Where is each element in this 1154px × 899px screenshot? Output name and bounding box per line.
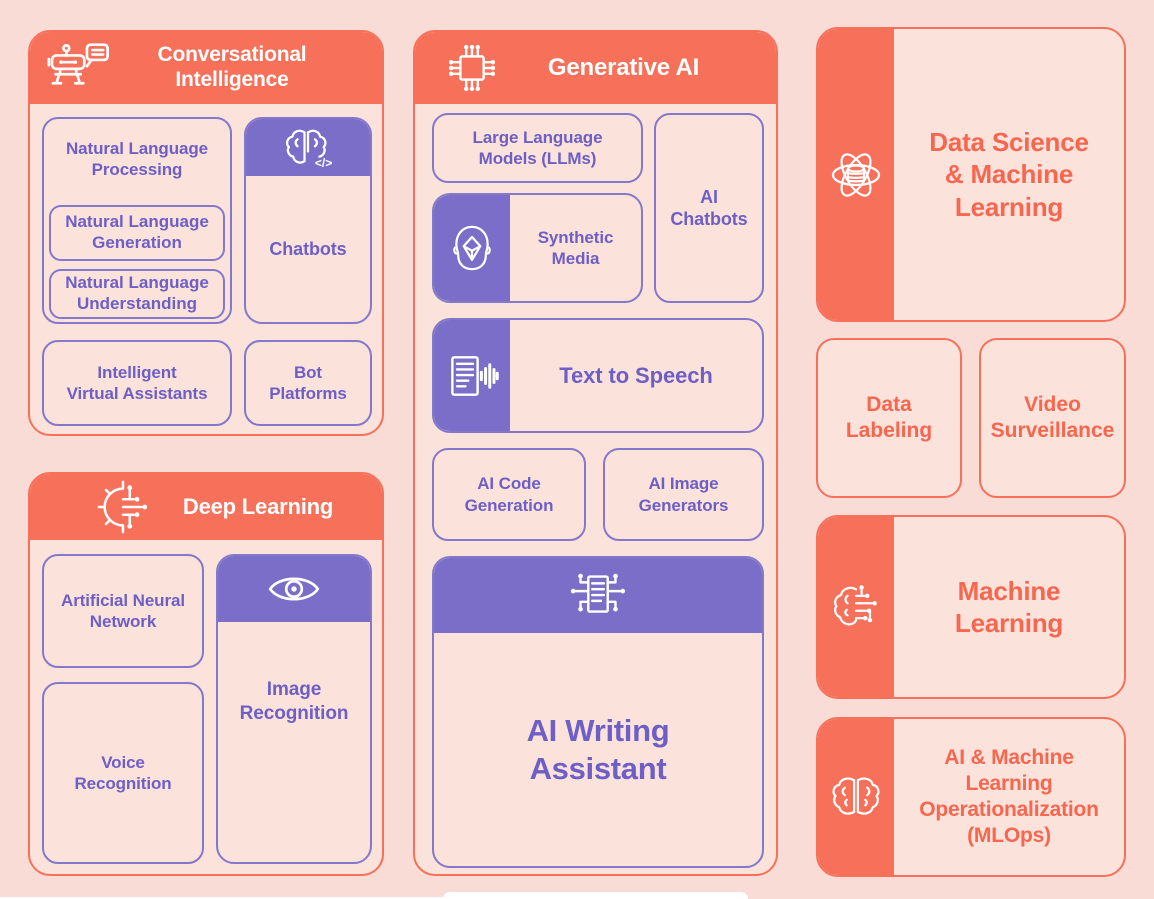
conversational-intelligence-card: Conversational Intelligence Natural Lang… (28, 30, 384, 436)
chatbots-box: </> Chatbots (244, 117, 372, 324)
voice-recognition-box: Voice Recognition (42, 682, 204, 864)
chatbots-label: Chatbots (269, 238, 347, 259)
text-to-speech-label: Text to Speech (559, 362, 713, 388)
mlops-title: AI & Machine Learning Operationalization… (919, 745, 1099, 848)
conversational-intelligence-title: Conversational Intelligence (157, 43, 307, 91)
deep-learning-card: Deep Learning Artificial Neural Network … (28, 472, 384, 876)
ai-image-generators-box: AI Image Generators (603, 448, 764, 541)
ann-box: Artificial Neural Network (42, 554, 204, 668)
conversational-intelligence-header: Conversational Intelligence (30, 32, 382, 104)
image-recognition-box: Image Recognition (216, 554, 372, 864)
iva-box: Intelligent Virtual Assistants (42, 340, 232, 426)
mlops-card: AI & Machine Learning Operationalization… (816, 717, 1126, 877)
machine-learning-title: Machine Learning (954, 575, 1064, 639)
brain-icon (818, 719, 894, 875)
data-science-ml-card: Data Science & Machine Learning (816, 27, 1126, 322)
brain-code-icon: </> (246, 119, 370, 176)
face-mesh-icon (434, 195, 510, 301)
image-recognition-label: Image Recognition (239, 679, 349, 724)
brain-circuit-icon (818, 517, 894, 697)
text-to-speech-icon (434, 320, 510, 431)
cutoff-card-top-edge (443, 892, 748, 899)
text-to-speech-box: Text to Speech (432, 318, 764, 433)
deep-learning-title: Deep Learning (182, 494, 334, 520)
bottom-edge-line (0, 897, 748, 899)
machine-learning-card: Machine Learning (816, 515, 1126, 699)
eye-icon (218, 556, 370, 622)
ai-code-generation-box: AI Code Generation (432, 448, 586, 541)
ai-chatbots-box: AI Chatbots (654, 113, 764, 303)
document-circuit-icon (434, 558, 762, 633)
ai-writing-assistant-box: AI Writing Assistant (432, 556, 764, 868)
data-science-ml-title: Data Science & Machine Learning (929, 126, 1089, 222)
generative-ai-title: Generative AI (547, 53, 700, 81)
robot-chat-icon (40, 42, 116, 94)
atom-database-icon (818, 29, 894, 320)
nlg-box: Natural Language Generation (49, 205, 225, 261)
ai-writing-assistant-label: AI Writing Assistant (526, 713, 670, 786)
sun-circuit-icon (88, 479, 158, 535)
nlp-box: Natural Language Processing (42, 117, 232, 324)
bot-platforms-box: Bot Platforms (244, 340, 372, 426)
generative-ai-card: Generative AI Large Language Models (LLM… (413, 30, 778, 876)
data-labeling-box: Data Labeling (816, 338, 962, 498)
nlu-box: Natural Language Understanding (49, 269, 225, 319)
svg-text:</>: </> (315, 156, 332, 170)
nlp-label: Natural Language Processing (66, 139, 208, 180)
deep-learning-header: Deep Learning (30, 474, 382, 540)
llm-box: Large Language Models (LLMs) (432, 113, 643, 183)
synthetic-media-box: Synthetic Media (432, 193, 643, 303)
video-surveillance-box: Video Surveillance (979, 338, 1126, 498)
chip-icon (433, 39, 511, 97)
synthetic-media-label: Synthetic Media (537, 227, 614, 268)
generative-ai-header: Generative AI (415, 32, 776, 104)
